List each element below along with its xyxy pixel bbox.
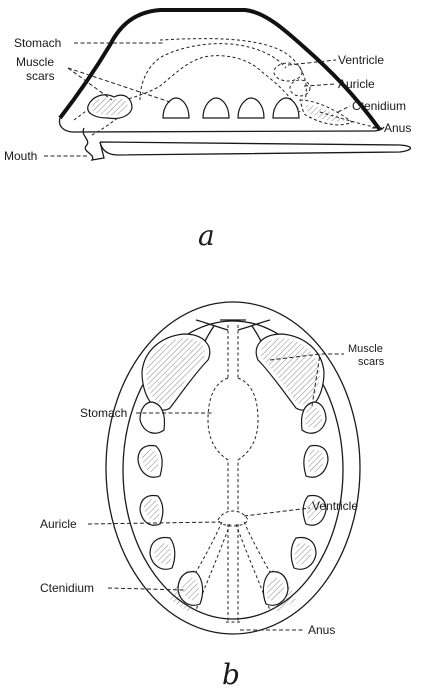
- panel-caption-a: a: [198, 219, 215, 252]
- leader-ventricle-b: [244, 508, 310, 516]
- snout-a: [83, 128, 104, 160]
- label-auricle-a: Auricle: [338, 77, 375, 91]
- ctenidium-a-hatch: [304, 104, 346, 122]
- muscle-scar-a-front-hatch: [92, 98, 128, 115]
- label-stomach-a: Stomach: [14, 36, 61, 50]
- auricle-a-shape: [290, 80, 310, 96]
- heart-b: [218, 511, 248, 526]
- label-muscle-a: Muscle: [16, 55, 54, 69]
- muscle-scar-a-2: [203, 98, 229, 118]
- label-mouth-a: Mouth: [4, 149, 37, 163]
- muscle-scar-a-4: [273, 98, 299, 118]
- label-auricle-b: Auricle: [40, 517, 77, 531]
- panel-b-dorsal-view: Muscle scars Stomach Ventricle Auricle C…: [40, 302, 385, 691]
- label-ventricle-b: Ventricle: [312, 499, 358, 513]
- label-ctenidium-b: Ctenidium: [40, 581, 94, 595]
- muscle-scar-b-l1: [140, 402, 165, 433]
- label-anus-b: Anus: [308, 623, 335, 637]
- label-anus-a: Anus: [384, 121, 411, 135]
- label-scars-b: scars: [358, 356, 385, 368]
- label-ventricle-a: Ventricle: [338, 53, 384, 67]
- oesophagus-b: [228, 325, 238, 378]
- leader-ctenidium-a: [338, 106, 350, 112]
- label-ctenidium-a: Ctenidium: [352, 99, 406, 113]
- panel-a-side-view: Stomach Muscle scars Ventricle Auricle C…: [4, 10, 411, 252]
- label-muscle-b: Muscle: [348, 343, 383, 355]
- rectum-b: [228, 524, 238, 622]
- ventricle-a: [274, 63, 302, 81]
- panel-caption-b: b: [222, 658, 240, 691]
- gut-loop-a: [160, 39, 306, 100]
- label-scars-a: scars: [26, 69, 55, 83]
- foot-underside-a: [100, 142, 411, 155]
- stomach-a: [140, 44, 286, 100]
- stomach-b: [208, 378, 258, 510]
- muscle-scar-a-3: [238, 98, 264, 118]
- label-stomach-b: Stomach: [80, 406, 127, 420]
